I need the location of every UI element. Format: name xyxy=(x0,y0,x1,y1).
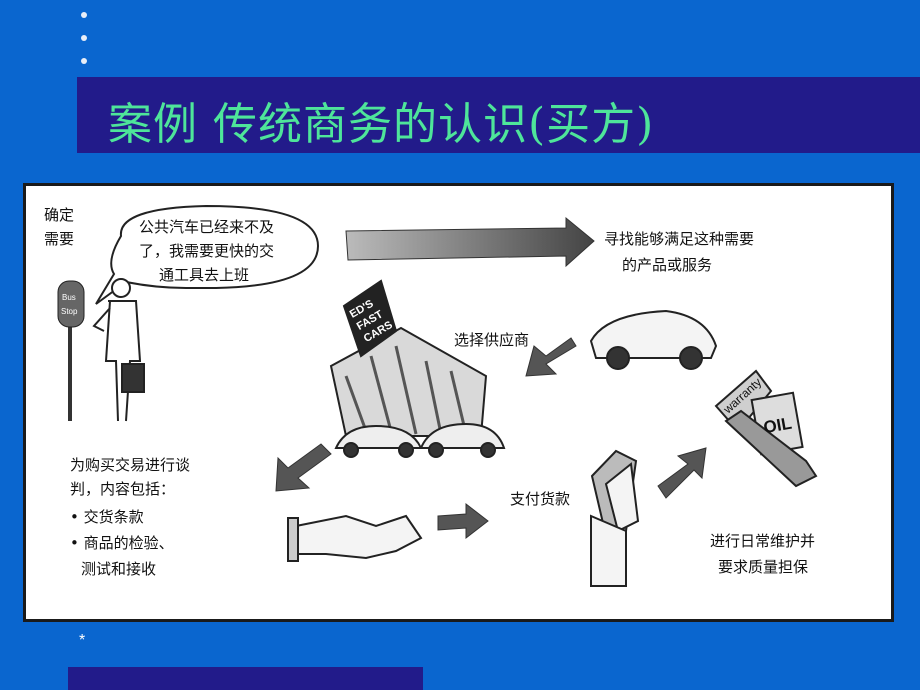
negotiate-item-3: 测试和接收 xyxy=(81,560,157,578)
arrow-search xyxy=(345,216,595,268)
illustration-panel: ED'S FAST CARS xyxy=(23,183,894,622)
step-payment: 支付货款 xyxy=(510,490,571,508)
arrow-select-supplier xyxy=(525,337,577,377)
step-negotiate-line-1: 为购买交易进行谈 xyxy=(70,456,191,474)
speech-line-1: 公共汽车已经来不及 xyxy=(139,218,275,236)
bus-stop-label-2: Stop xyxy=(61,307,78,316)
money-hand xyxy=(590,449,640,587)
step-maintenance-line-2: 要求质量担保 xyxy=(718,558,809,576)
step-confirm-need-line-2: 需要 xyxy=(44,230,75,248)
decor-dot xyxy=(81,12,87,18)
car-dealership xyxy=(329,279,488,437)
arrow-payment xyxy=(437,502,489,540)
negotiate-item-2-text: 商品的检验、 xyxy=(83,534,174,552)
sports-car xyxy=(589,309,718,370)
bus-stop-label-1: Bus xyxy=(62,293,76,302)
speech-bubble xyxy=(95,204,320,305)
title-band xyxy=(77,77,920,153)
decor-dot xyxy=(81,35,87,41)
step-confirm-need-line-1: 确定 xyxy=(44,206,75,224)
warranty-kit xyxy=(714,369,818,488)
negotiate-item-1: • 交货条款 xyxy=(70,508,144,526)
bottom-band xyxy=(68,667,423,690)
decor-dot xyxy=(81,58,87,64)
handshake xyxy=(287,514,423,562)
step-maintenance-line-1: 进行日常维护并 xyxy=(710,532,816,550)
negotiate-item-1-text: 交货条款 xyxy=(83,508,144,526)
oil-label: OIL xyxy=(762,414,793,438)
arrow-maintenance xyxy=(657,447,707,499)
speech-line-3: 通工具去上班 xyxy=(159,266,250,284)
illustration-svg: ED'S FAST CARS xyxy=(57,204,818,587)
arrow-negotiate xyxy=(275,443,332,492)
bus-stop-pole xyxy=(68,316,72,421)
step-negotiate-line-2: 判，内容包括： xyxy=(70,480,176,498)
negotiate-item-2: • 商品的检验、 xyxy=(70,534,174,552)
parked-cars xyxy=(334,422,506,458)
bus-stop-sign xyxy=(57,280,85,328)
speech-line-2: 了，我需要更快的交 xyxy=(139,242,275,260)
step-search-line-2: 的产品或服务 xyxy=(622,256,713,274)
footer-mark: * xyxy=(79,632,86,649)
slide-title: 案例 传统商务的认识(买方) xyxy=(108,99,655,150)
step-search-line-1: 寻找能够满足这种需要 xyxy=(604,230,755,248)
commuter-figure xyxy=(92,278,145,422)
step-select-supplier: 选择供应商 xyxy=(454,331,530,349)
